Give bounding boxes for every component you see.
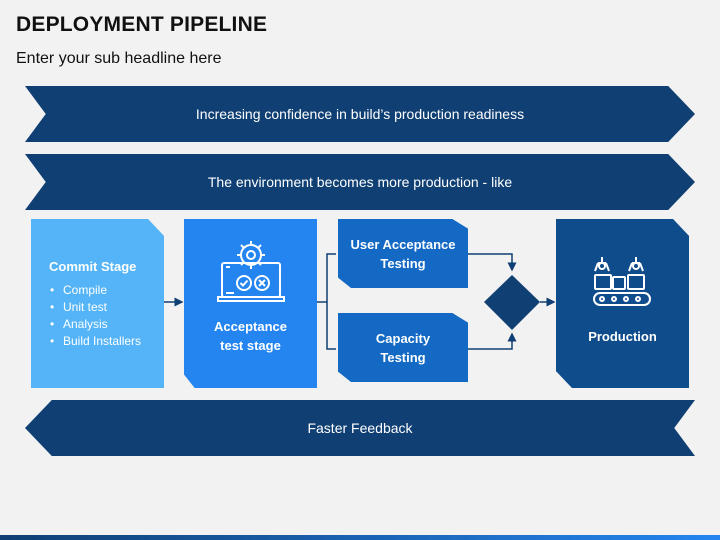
acceptance-stage-box: Acceptance test stage: [184, 219, 317, 388]
acceptance-stage-title: Acceptance test stage: [214, 319, 287, 353]
feedback-arrow-label: Faster Feedback: [307, 420, 413, 436]
commit-item-unit-test: Unit test: [50, 299, 164, 316]
capacity-stage-title: Capacity Testing: [375, 330, 431, 365]
commit-stage-list: Compile Unit test Analysis Build Install…: [49, 282, 164, 350]
confidence-arrow-banner: Increasing confidence in build’s product…: [25, 86, 695, 142]
commit-stage-box: Commit Stage Compile Unit test Analysis …: [31, 219, 164, 388]
confidence-arrow-label: Increasing confidence in build’s product…: [195, 106, 525, 122]
production-stage-title: Production: [588, 329, 657, 344]
page-title: DEPLOYMENT PIPELINE: [16, 13, 268, 36]
connector-acceptance-to-tests: [317, 253, 336, 350]
commit-item-compile: Compile: [50, 282, 164, 299]
page-subtitle: Enter your sub headline here: [16, 50, 222, 67]
connector-uat-to-gate: [468, 253, 517, 272]
commit-item-build-installers: Build Installers: [50, 333, 164, 350]
footer-accent-bar: [0, 535, 720, 540]
laptop-gear-icon: [217, 241, 285, 302]
production-stage-box: Production: [556, 219, 689, 388]
commit-item-analysis: Analysis: [50, 316, 164, 333]
feedback-arrow-banner: Faster Feedback: [25, 400, 695, 456]
decision-diamond: [484, 275, 540, 330]
environment-arrow-banner: The environment becomes more production …: [25, 154, 695, 210]
capacity-stage-box: Capacity Testing: [338, 313, 468, 382]
uat-stage-title: User Acceptance Testing: [350, 236, 456, 271]
robotic-arms-conveyor-icon: [593, 257, 651, 306]
environment-arrow-label: The environment becomes more production …: [207, 174, 513, 190]
uat-stage-box: User Acceptance Testing: [338, 219, 468, 288]
commit-stage-title: Commit Stage: [49, 259, 137, 274]
connector-capacity-to-gate: [468, 332, 517, 350]
